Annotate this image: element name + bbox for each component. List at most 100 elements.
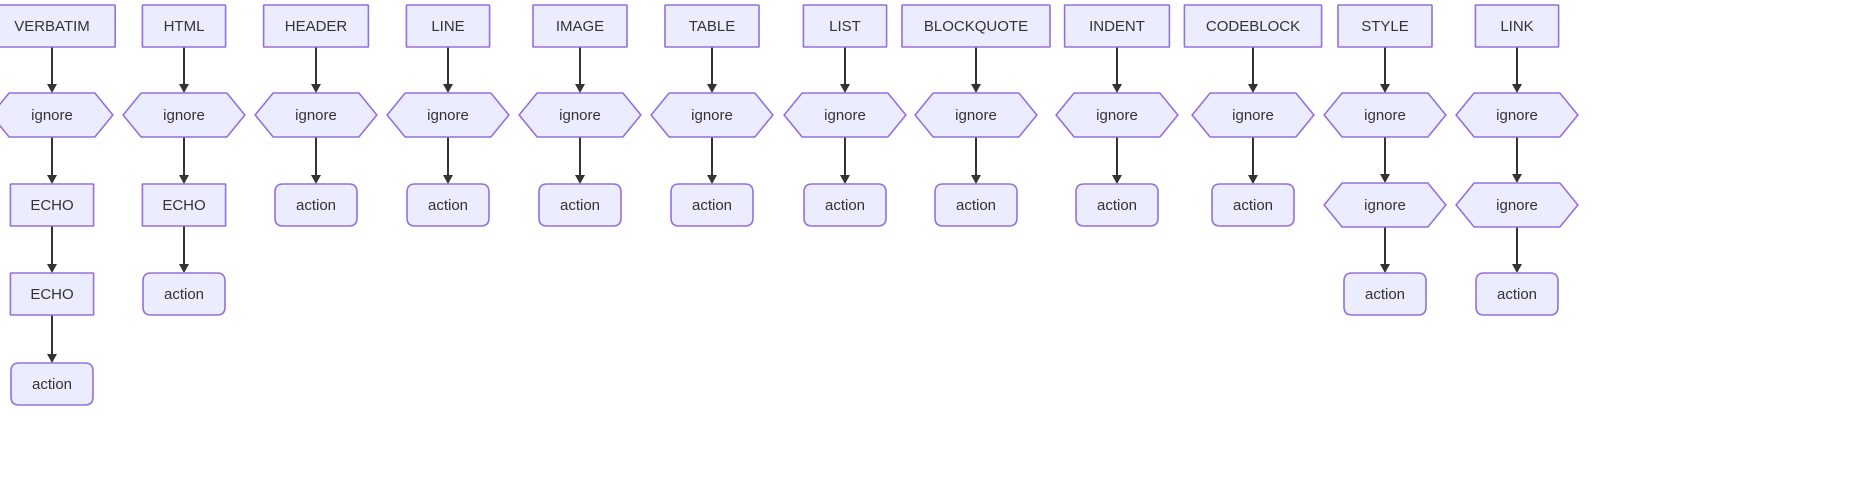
node-codeblock-1[interactable]: ignore (1191, 92, 1315, 138)
rect-node (1337, 4, 1433, 48)
hexagon-node (1323, 92, 1447, 138)
hexagon-node (122, 92, 246, 138)
arrowhead-icon (311, 84, 321, 93)
rounded-node (142, 272, 226, 316)
node-link-0[interactable]: LINK (1474, 4, 1560, 48)
edges-layer (47, 47, 1522, 363)
node-verbatim-2[interactable]: ECHO (9, 183, 95, 227)
node-verbatim-0[interactable]: VERBATIM (0, 4, 116, 48)
rect-node (262, 4, 370, 48)
node-line-0[interactable]: LINE (405, 4, 491, 48)
arrowhead-icon (1380, 264, 1390, 273)
edge-blockquote-0-to-1 (971, 47, 981, 93)
rect-node (141, 183, 227, 227)
rounded-node (10, 362, 94, 406)
node-indent-2[interactable]: action (1075, 183, 1159, 227)
node-link-1[interactable]: ignore (1455, 92, 1579, 138)
node-html-1[interactable]: ignore (122, 92, 246, 138)
edge-style-1-to-2 (1380, 137, 1390, 183)
node-table-2[interactable]: action (670, 183, 754, 227)
node-line-2[interactable]: action (406, 183, 490, 227)
edge-verbatim-0-to-1 (47, 47, 57, 93)
node-header-2[interactable]: action (274, 183, 358, 227)
node-style-1[interactable]: ignore (1323, 92, 1447, 138)
node-verbatim-1[interactable]: ignore (0, 92, 114, 138)
hexagon-node (518, 92, 642, 138)
hexagon-node (783, 92, 907, 138)
node-codeblock-0[interactable]: CODEBLOCK (1183, 4, 1323, 48)
node-codeblock-2[interactable]: action (1211, 183, 1295, 227)
node-image-2[interactable]: action (538, 183, 622, 227)
edge-line-0-to-1 (443, 47, 453, 93)
arrowhead-icon (311, 175, 321, 184)
hexagon-node (1455, 92, 1579, 138)
node-style-2[interactable]: ignore (1323, 182, 1447, 228)
arrowhead-icon (1248, 175, 1258, 184)
edge-verbatim-1-to-2 (47, 137, 57, 184)
edge-codeblock-1-to-2 (1248, 137, 1258, 184)
edge-image-1-to-2 (575, 137, 585, 184)
node-table-1[interactable]: ignore (650, 92, 774, 138)
node-header-1[interactable]: ignore (254, 92, 378, 138)
node-verbatim-4[interactable]: action (10, 362, 94, 406)
hexagon-node (1191, 92, 1315, 138)
node-image-1[interactable]: ignore (518, 92, 642, 138)
node-html-3[interactable]: action (142, 272, 226, 316)
rect-node (9, 183, 95, 227)
arrowhead-icon (1512, 174, 1522, 183)
node-html-2[interactable]: ECHO (141, 183, 227, 227)
node-style-3[interactable]: action (1343, 272, 1427, 316)
node-line-1[interactable]: ignore (386, 92, 510, 138)
edge-verbatim-3-to-4 (47, 315, 57, 363)
node-blockquote-2[interactable]: action (934, 183, 1018, 227)
edge-style-2-to-3 (1380, 227, 1390, 273)
edge-image-0-to-1 (575, 47, 585, 93)
node-link-3[interactable]: action (1475, 272, 1559, 316)
node-blockquote-0[interactable]: BLOCKQUOTE (901, 4, 1051, 48)
rounded-node (1475, 272, 1559, 316)
node-list-1[interactable]: ignore (783, 92, 907, 138)
rounded-node (670, 183, 754, 227)
node-header-0[interactable]: HEADER (262, 4, 370, 48)
hexagon-node (914, 92, 1038, 138)
hexagon-node (254, 92, 378, 138)
rounded-node (274, 183, 358, 227)
node-indent-0[interactable]: INDENT (1063, 4, 1171, 48)
arrowhead-icon (179, 175, 189, 184)
node-link-2[interactable]: ignore (1455, 182, 1579, 228)
rounded-node (1211, 183, 1295, 227)
edge-verbatim-2-to-3 (47, 226, 57, 273)
rounded-node (1075, 183, 1159, 227)
edge-table-1-to-2 (707, 137, 717, 184)
hexagon-node (650, 92, 774, 138)
node-html-0[interactable]: HTML (141, 4, 227, 48)
node-list-0[interactable]: LIST (802, 4, 888, 48)
node-blockquote-1[interactable]: ignore (914, 92, 1038, 138)
edge-link-0-to-1 (1512, 47, 1522, 93)
rounded-node (934, 183, 1018, 227)
rect-node (405, 4, 491, 48)
hexagon-node (0, 92, 114, 138)
node-indent-1[interactable]: ignore (1055, 92, 1179, 138)
node-list-2[interactable]: action (803, 183, 887, 227)
node-image-0[interactable]: IMAGE (532, 4, 628, 48)
hexagon-node (1323, 182, 1447, 228)
arrowhead-icon (575, 84, 585, 93)
edge-indent-1-to-2 (1112, 137, 1122, 184)
rect-node (1183, 4, 1323, 48)
node-table-0[interactable]: TABLE (664, 4, 760, 48)
node-style-0[interactable]: STYLE (1337, 4, 1433, 48)
rect-node (1474, 4, 1560, 48)
edge-blockquote-1-to-2 (971, 137, 981, 184)
rounded-node (803, 183, 887, 227)
arrowhead-icon (971, 84, 981, 93)
edge-style-0-to-1 (1380, 47, 1390, 93)
arrowhead-icon (47, 354, 57, 363)
node-verbatim-3[interactable]: ECHO (9, 272, 95, 316)
edge-list-1-to-2 (840, 137, 850, 184)
arrowhead-icon (1248, 84, 1258, 93)
arrowhead-icon (47, 264, 57, 273)
edge-indent-0-to-1 (1112, 47, 1122, 93)
